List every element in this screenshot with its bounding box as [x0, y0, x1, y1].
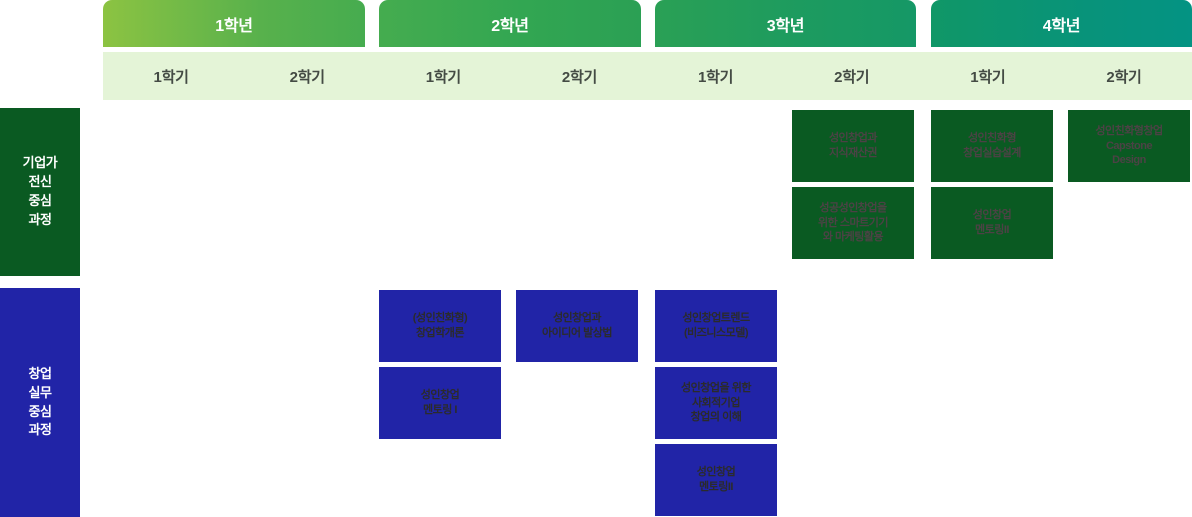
course-box[interactable]: (성인친화형) 창업학개론	[379, 290, 501, 362]
semester-cell-6: 2학기	[784, 52, 920, 100]
course-title: 성인친화형 창업실습설계	[963, 132, 1021, 159]
course-box[interactable]: 성공성인창업을 위한 스마트기기 와 마케팅활용	[792, 187, 914, 259]
year-header-label: 2학년	[491, 17, 529, 35]
course-title: 성인창업 멘토링 I	[420, 389, 460, 416]
track-label-line: 실무	[28, 384, 52, 400]
semester-cell-1: 1학기	[103, 52, 239, 100]
semester-label: 1학기	[153, 68, 189, 86]
semester-label: 1학기	[698, 68, 734, 86]
track-label-startup-practice: 창업 실무 중심 과정	[0, 288, 80, 517]
track-label-entrepreneur-mindset: 기업가 전신 중심 과정	[0, 108, 80, 276]
track-label-line: 기업가	[22, 155, 58, 171]
course-box[interactable]: 성인친화형창업 Capstone Design	[1068, 110, 1190, 182]
semester-strip: 1학기 2학기 1학기 2학기 1학기 2학기 1학기 2학기	[103, 52, 1192, 100]
semester-cell-2: 2학기	[239, 52, 375, 100]
track-label-line: 창업	[28, 365, 52, 381]
course-box[interactable]: 성인창업 멘토링II	[931, 187, 1053, 259]
course-title: 성인창업 멘토링II	[972, 209, 1012, 236]
track-label-line: 전신	[28, 174, 52, 190]
course-box[interactable]: 성인친화형 창업실습설계	[931, 110, 1053, 182]
year-header-label: 1학년	[215, 17, 253, 35]
course-box[interactable]: 성인창업을 위한 사회적기업 창업의 이해	[655, 367, 777, 439]
course-title: (성인친화형) 창업학개론	[412, 312, 468, 339]
track-label-line: 중심	[28, 193, 52, 208]
semester-label: 2학기	[834, 68, 870, 86]
course-title: 성인창업 멘토링II	[696, 466, 736, 493]
course-title: 성인창업트렌드 (비즈니스모델)	[682, 312, 750, 339]
semester-cell-8: 2학기	[1056, 52, 1192, 100]
semester-label: 2학기	[289, 68, 325, 86]
year-header-label: 3학년	[766, 17, 805, 35]
course-title: 성인창업을 위한 사회적기업 창업의 이해	[681, 381, 751, 424]
course-box[interactable]: 성인창업 멘토링II	[655, 444, 777, 516]
course-title: 성인창업과 지식재산권	[828, 132, 878, 159]
semester-label: 1학기	[970, 68, 1006, 86]
year-header-3: 3학년	[655, 0, 916, 47]
semester-label: 1학기	[425, 68, 461, 86]
course-box[interactable]: 성인창업과 지식재산권	[792, 110, 914, 182]
semester-cell-7: 1학기	[920, 52, 1056, 100]
year-header-1: 1학년	[103, 0, 365, 47]
course-box[interactable]: 성인창업과 아이디어 발상법	[516, 290, 638, 362]
track-label-line: 중심	[28, 403, 52, 419]
year-header-4: 4학년	[931, 0, 1192, 47]
semester-label: 2학기	[561, 68, 597, 86]
semester-cell-3: 1학기	[375, 52, 511, 100]
semester-cell-5: 1학기	[648, 52, 784, 100]
course-title: 성인친화형창업 Capstone Design	[1095, 124, 1163, 167]
semester-label: 2학기	[1106, 68, 1142, 86]
course-box[interactable]: 성인창업 멘토링 I	[379, 367, 501, 439]
course-box[interactable]: 성인창업트렌드 (비즈니스모델)	[655, 290, 777, 362]
track-label-line: 과정	[28, 422, 52, 438]
course-title: 성인창업과 아이디어 발상법	[542, 312, 612, 339]
track-label-line: 과정	[28, 211, 52, 227]
course-title: 성공성인창업을 위한 스마트기기 와 마케팅활용	[818, 201, 888, 244]
year-header-label: 4학년	[1042, 17, 1081, 35]
semester-cell-4: 2학기	[511, 52, 647, 100]
year-header-2: 2학년	[379, 0, 641, 47]
